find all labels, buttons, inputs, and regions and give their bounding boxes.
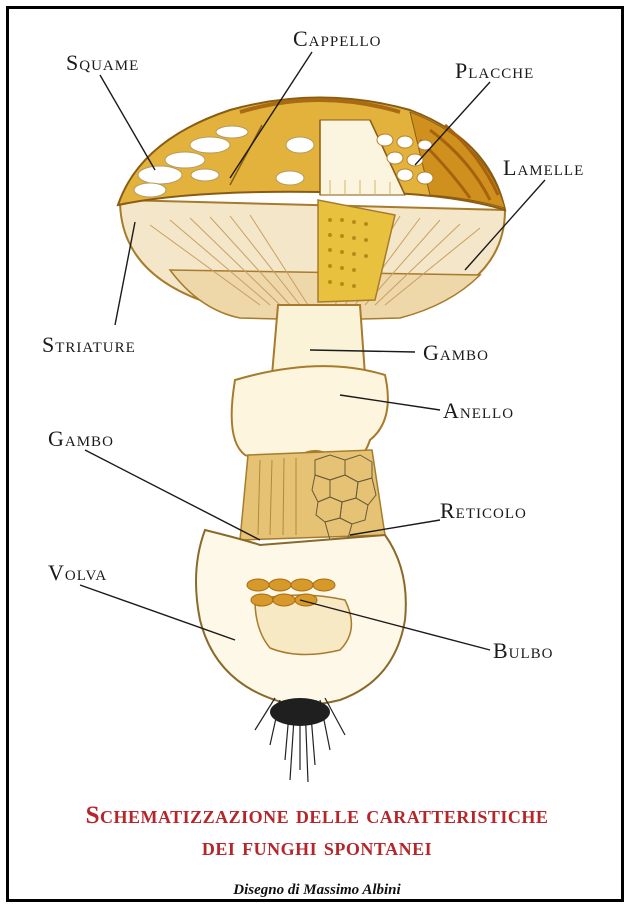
label-lamelle: Lamelle [503,155,584,180]
label-anello: Anello [443,398,514,423]
title-line-1: Schematizzazione delle caratteristiche [0,802,634,830]
title-line-2: dei funghi spontanei [0,834,634,862]
label-placche: Placche [455,58,534,83]
label-striature: Striature [42,332,136,357]
label-cappello: Cappello [293,26,382,51]
label-gambo-left: Gambo [48,426,114,451]
label-reticolo: Reticolo [440,498,527,523]
cap [118,98,505,211]
label-volva: Volva [48,560,107,585]
gills-region [120,200,505,320]
label-squame: Squame [66,50,139,75]
stem [232,305,388,540]
label-bulbo: Bulbo [493,638,554,663]
label-gambo-top: Gambo [423,340,489,365]
volva-bulb [196,530,406,782]
credit-line: Disegno di Massimo Albini [0,882,634,899]
